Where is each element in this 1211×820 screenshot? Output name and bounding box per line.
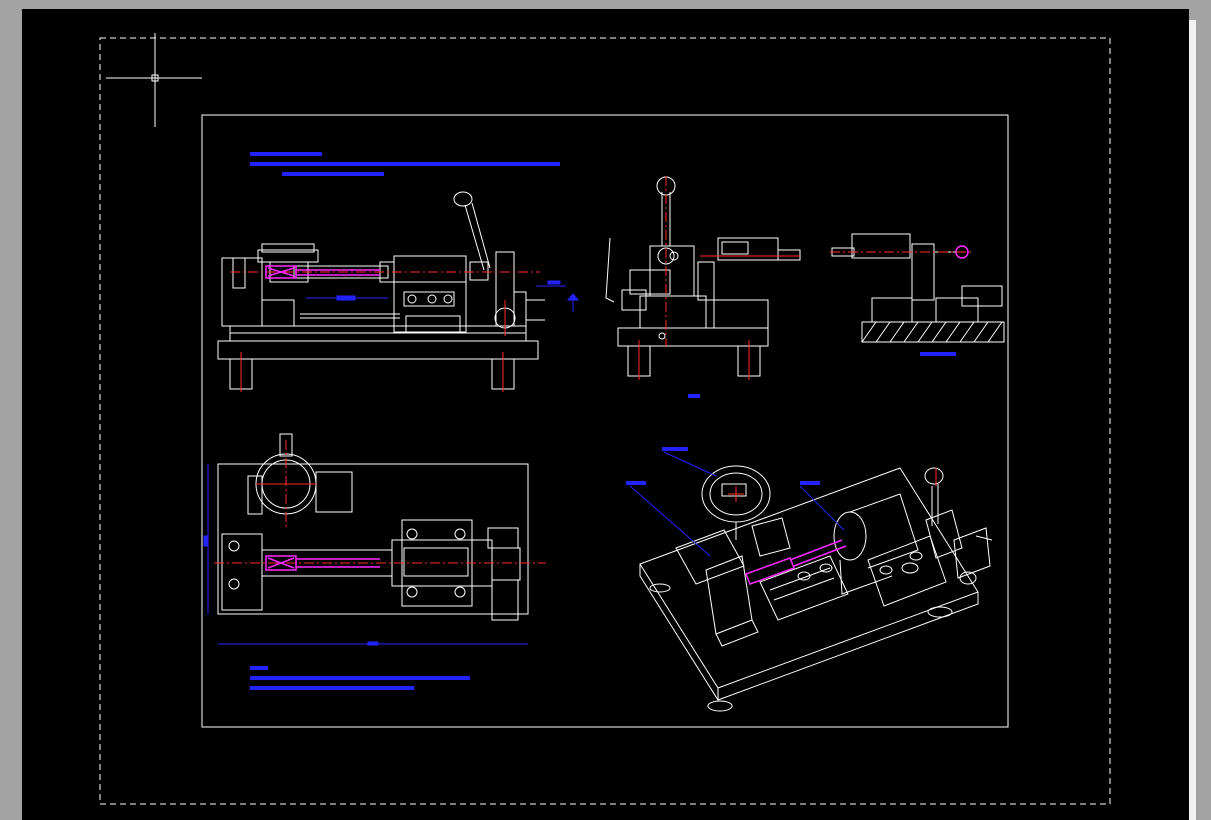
isometric-leader-lines bbox=[629, 451, 845, 557]
top-view-spring-highlight bbox=[265, 555, 380, 571]
top-view-dimensions bbox=[203, 464, 528, 646]
crosshair-cursor-icon bbox=[106, 33, 202, 127]
isometric-view-centerlines bbox=[728, 468, 937, 502]
front-view-centerlines bbox=[230, 271, 540, 392]
right-scrollbar[interactable] bbox=[1189, 20, 1196, 820]
section-view-label bbox=[920, 352, 956, 356]
side-view-centerlines bbox=[638, 176, 800, 380]
side-view-label bbox=[688, 394, 700, 398]
technical-requirements-text-top bbox=[250, 152, 560, 176]
top-view-centerlines bbox=[214, 440, 546, 564]
print-area-border bbox=[99, 37, 1111, 805]
isometric-callout-labels bbox=[626, 447, 820, 485]
front-view-spring-highlight bbox=[265, 265, 380, 279]
sheet-border bbox=[201, 114, 1009, 728]
isometric-view-spring-highlight bbox=[745, 539, 847, 585]
technical-requirements-text-bottom bbox=[250, 666, 470, 690]
model-space[interactable] bbox=[22, 9, 1189, 820]
front-view bbox=[217, 191, 580, 390]
section-view bbox=[831, 233, 1005, 343]
front-view-dimensions bbox=[306, 280, 566, 301]
